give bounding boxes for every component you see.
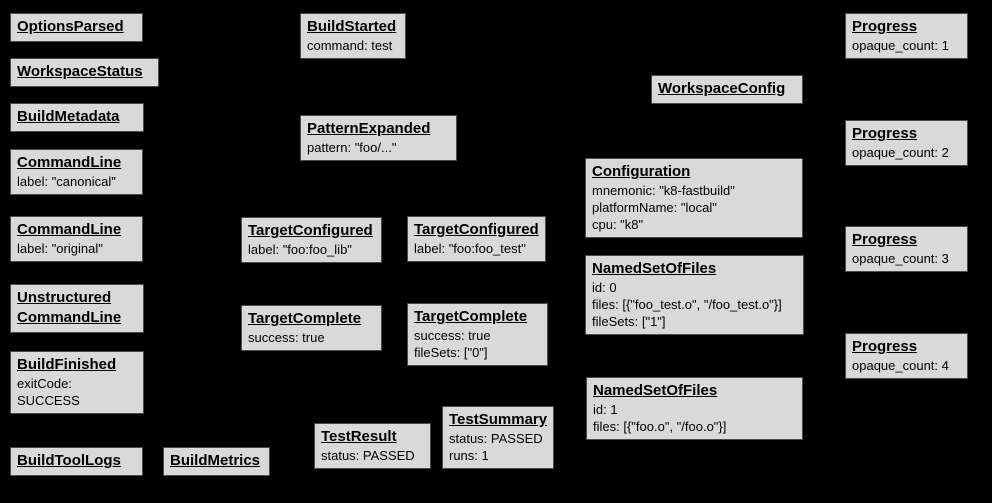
event-fields: label: "canonical": [17, 174, 116, 189]
event-fields: label: "original": [17, 241, 103, 256]
event-fields: opaque_count: 4: [852, 358, 949, 373]
event-box-build-started: BuildStarted command: test: [300, 13, 406, 59]
event-fields: command: test: [307, 38, 393, 53]
event-title: BuildMetrics: [170, 452, 261, 469]
event-box-progress-1: Progress opaque_count: 1: [845, 13, 968, 59]
event-title: Unstructured CommandLine: [17, 289, 122, 326]
event-title: WorkspaceStatus: [17, 63, 143, 80]
event-title: TargetConfigured: [414, 221, 539, 238]
event-box-progress-2: Progress opaque_count: 2: [845, 120, 968, 166]
event-title: WorkspaceConfig: [658, 80, 786, 97]
event-fields: label: "foo:foo_test": [414, 241, 526, 256]
event-box-build-metadata: BuildMetadata: [10, 103, 144, 132]
event-title: BuildFinished: [17, 356, 117, 373]
event-box-named-set-of-files-1: NamedSetOfFiles id: 1 files: [{"foo.o", …: [586, 377, 803, 440]
event-title: PatternExpanded: [307, 120, 431, 137]
event-title: Progress: [852, 125, 918, 142]
event-box-target-complete-foo-test: TargetComplete success: true fileSets: […: [407, 303, 548, 366]
event-title: CommandLine: [17, 154, 122, 171]
event-box-configuration: Configuration mnemonic: "k8-fastbuild" p…: [585, 158, 803, 238]
event-box-command-line-canonical: CommandLine label: "canonical": [10, 149, 143, 195]
event-title: BuildToolLogs: [17, 452, 121, 469]
event-box-progress-4: Progress opaque_count: 4: [845, 333, 968, 379]
event-title: TargetComplete: [248, 310, 362, 327]
event-box-pattern-expanded: PatternExpanded pattern: "foo/...": [300, 115, 457, 161]
event-title: NamedSetOfFiles: [593, 382, 718, 399]
event-title: OptionsParsed: [17, 18, 124, 35]
event-fields: label: "foo:foo_lib": [248, 242, 352, 257]
event-box-named-set-of-files-0: NamedSetOfFiles id: 0 files: [{"foo_test…: [585, 255, 804, 335]
event-fields: opaque_count: 3: [852, 251, 949, 266]
event-title: Progress: [852, 231, 918, 248]
event-fields: pattern: "foo/...": [307, 140, 397, 155]
event-fields: id: 0 files: [{"foo_test.o", "/foo_test.…: [592, 280, 782, 329]
event-box-progress-3: Progress opaque_count: 3: [845, 226, 968, 272]
event-title: CommandLine: [17, 221, 122, 238]
event-title: TargetComplete: [414, 308, 528, 325]
event-fields: exitCode: SUCCESS: [17, 376, 80, 408]
event-fields: opaque_count: 2: [852, 145, 949, 160]
event-fields: opaque_count: 1: [852, 38, 949, 53]
event-fields: mnemonic: "k8-fastbuild" platformName: "…: [592, 183, 735, 232]
event-fields: status: PASSED: [321, 448, 415, 463]
event-box-target-configured-foo-test: TargetConfigured label: "foo:foo_test": [407, 216, 546, 262]
event-title: TargetConfigured: [248, 222, 373, 239]
event-title: BuildMetadata: [17, 108, 120, 125]
event-title: BuildStarted: [307, 18, 397, 35]
event-box-command-line-original: CommandLine label: "original": [10, 216, 143, 262]
event-box-build-finished: BuildFinished exitCode: SUCCESS: [10, 351, 144, 414]
event-title: Progress: [852, 338, 918, 355]
event-title: Configuration: [592, 163, 691, 180]
event-box-target-configured-foo-lib: TargetConfigured label: "foo:foo_lib": [241, 217, 382, 263]
event-title: NamedSetOfFiles: [592, 260, 717, 277]
event-box-workspace-config: WorkspaceConfig: [651, 75, 803, 104]
event-box-workspace-status: WorkspaceStatus: [10, 58, 159, 87]
event-box-test-result: TestResult status: PASSED: [314, 423, 431, 469]
event-box-target-complete-foo-lib: TargetComplete success: true: [241, 305, 382, 351]
event-fields: success: true fileSets: ["0"]: [414, 328, 491, 360]
event-title: TestSummary: [449, 411, 548, 428]
event-fields: id: 1 files: [{"foo.o", "/foo.o"}]: [593, 402, 727, 434]
event-title: Progress: [852, 18, 918, 35]
event-box-build-tool-logs: BuildToolLogs: [10, 447, 143, 476]
event-fields: success: true: [248, 330, 325, 345]
event-box-test-summary: TestSummary status: PASSED runs: 1: [442, 406, 554, 469]
event-title: TestResult: [321, 428, 397, 445]
event-box-unstructured-command-line: Unstructured CommandLine: [10, 284, 144, 333]
event-box-build-metrics: BuildMetrics: [163, 447, 270, 476]
event-box-options-parsed: OptionsParsed: [10, 13, 143, 42]
event-fields: status: PASSED runs: 1: [449, 431, 543, 463]
